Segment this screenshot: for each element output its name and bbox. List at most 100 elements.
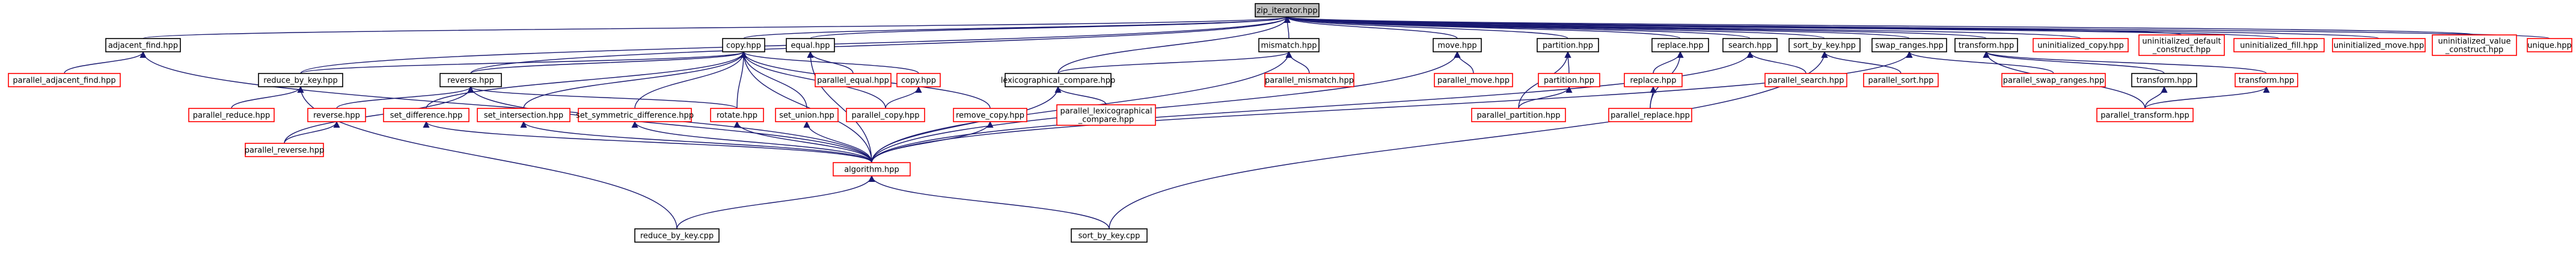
- node-parallel-reverse: parallel_reverse.hpp: [245, 143, 325, 157]
- node-box: [1264, 73, 1354, 87]
- node-box: [1608, 108, 1692, 122]
- node-transform-hpp2[interactable]: transform.hpp: [2131, 73, 2197, 87]
- node-transform-hpp3: transform.hpp: [2235, 73, 2298, 87]
- node-label: reverse.hpp: [447, 76, 494, 86]
- node-parallel-equal: parallel_equal.hpp: [815, 73, 892, 87]
- node-box: [1651, 38, 1709, 52]
- edge-copy-to-reverse: [470, 51, 747, 74]
- node-box: [2138, 34, 2225, 56]
- node-sort-by-key[interactable]: sort_by_key.hpp: [1788, 38, 1861, 52]
- node-box: [2527, 38, 2572, 52]
- node-adjacent-find[interactable]: adjacent_find.hpp: [105, 38, 181, 52]
- node-label: search.hpp: [1728, 42, 1772, 51]
- node-label: uninitialized_value: [2438, 37, 2511, 46]
- node-label: partition.hpp: [1544, 76, 1594, 86]
- node-reduce-by-key-cpp[interactable]: reduce_by_key.cpp: [634, 228, 720, 243]
- edge-reverse-to-reverse_hpp2: [336, 86, 474, 109]
- node-label: transform.hpp: [2239, 76, 2295, 86]
- node-parallel-sort: parallel_sort.hpp: [1863, 73, 1939, 87]
- node-box: [439, 73, 502, 87]
- node-parallel-mismatch: parallel_mismatch.hpp: [1264, 73, 1354, 87]
- node-label: _construct.hpp: [2445, 46, 2503, 55]
- node-copy[interactable]: copy.hpp: [722, 38, 765, 52]
- edge-set_sym_diff-to-algorithm: [631, 120, 872, 163]
- node-search[interactable]: search.hpp: [1722, 38, 1778, 52]
- node-box: [307, 108, 366, 122]
- edge-mismatch-to-parallel_mismatch: [1285, 51, 1310, 74]
- node-set-difference: set_difference.hpp: [383, 108, 470, 122]
- node-box: [1005, 73, 1112, 87]
- edge-replace_hpp2-to-parallel_replace: [1650, 86, 1657, 109]
- node-box: [1722, 38, 1778, 52]
- edge-move-to-algorithm: [871, 51, 1461, 163]
- node-label: swap_ranges.hpp: [1875, 42, 1944, 51]
- node-label: reduce_by_key.cpp: [640, 232, 714, 241]
- node-label: adjacent_find.hpp: [108, 42, 178, 51]
- node-box: [2096, 108, 2194, 122]
- edge-rotate-to-algorithm: [733, 120, 872, 163]
- node-reverse[interactable]: reverse.hpp: [439, 73, 502, 87]
- node-label: _compare.hpp: [1078, 116, 1134, 125]
- node-label: parallel_equal.hpp: [817, 76, 889, 86]
- node-uninit-default: uninitialized_default_construct.hpp: [2138, 34, 2225, 56]
- node-label: transform.hpp: [1959, 42, 2015, 51]
- node-uninit-fill: uninitialized_fill.hpp: [2233, 38, 2325, 52]
- node-label: parallel_sort.hpp: [1868, 76, 1934, 86]
- edge-move-to-parallel_move: [1454, 51, 1474, 74]
- node-label: parallel_reduce.hpp: [193, 111, 270, 120]
- node-label: algorithm.hpp: [844, 166, 899, 175]
- node-reverse-hpp2: reverse.hpp: [307, 108, 366, 122]
- edge-partition_hpp2-to-parallel_partition: [1518, 86, 1573, 109]
- node-partition[interactable]: partition.hpp: [1537, 38, 1599, 52]
- edge-reverse-to-rotate: [467, 86, 738, 109]
- node-box: [2235, 73, 2298, 87]
- edge-transform-to-transform_hpp2: [1983, 51, 2165, 74]
- node-box: [1624, 73, 1683, 87]
- node-equal[interactable]: equal.hpp: [786, 38, 835, 52]
- edge-copy-to-reduce_by_key: [300, 51, 747, 74]
- node-transform[interactable]: transform.hpp: [1954, 38, 2018, 52]
- node-parallel-adjacent-find: parallel_adjacent_find.hpp: [8, 73, 121, 87]
- node-box: [1871, 38, 1947, 52]
- node-box: [1056, 104, 1156, 126]
- node-sort-by-key-cpp[interactable]: sort_by_key.cpp: [1071, 228, 1148, 243]
- edge-copy_hpp2-to-parallel_copy: [885, 86, 922, 109]
- edge-set_union-to-algorithm: [803, 120, 872, 163]
- node-label: rotate.hpp: [717, 111, 757, 120]
- node-label: parallel_lexicographical: [1060, 107, 1152, 116]
- edge-reduce_by_key-to-parallel_reduce: [231, 86, 304, 109]
- node-label: parallel_reverse.hpp: [245, 146, 325, 155]
- node-lex-compare[interactable]: lexicographical_compare.hpp: [1001, 73, 1116, 87]
- node-set-sym-diff: set_symmetric_difference.hpp: [576, 108, 694, 122]
- node-label: mismatch.hpp: [1261, 42, 1317, 51]
- node-box: [1538, 73, 1600, 87]
- node-label: zip_iterator.hpp: [1256, 7, 1317, 16]
- node-box: [2233, 38, 2325, 52]
- node-label: parallel_mismatch.hpp: [1265, 76, 1354, 86]
- edge-equal-to-algorithm: [807, 51, 872, 163]
- node-unique: unique.hpp: [2527, 38, 2572, 52]
- edge-copy-to-set_intersection: [523, 51, 747, 109]
- node-box: [188, 108, 275, 122]
- node-label: copy.hpp: [901, 76, 936, 86]
- node-label: set_union.hpp: [779, 111, 834, 120]
- edge-swap_ranges-to-parallel_swap_ranges: [1906, 51, 2054, 74]
- node-box: [1764, 73, 1847, 87]
- edge-zip_iterator-to-uninit_copy: [1284, 16, 2081, 39]
- node-box: [953, 108, 1027, 122]
- node-replace[interactable]: replace.hpp: [1651, 38, 1709, 52]
- node-label: sort_by_key.cpp: [1078, 232, 1140, 241]
- node-reduce-by-key[interactable]: reduce_by_key.hpp: [258, 73, 343, 87]
- edge-mismatch-to-lex_compare: [1057, 51, 1293, 74]
- node-box: [1537, 38, 1599, 52]
- node-set-union: set_union.hpp: [775, 108, 839, 122]
- node-copy-hpp2: copy.hpp: [896, 73, 941, 87]
- node-box: [786, 38, 835, 52]
- node-parallel-swap-ranges: parallel_swap_ranges.hpp: [2001, 73, 2106, 87]
- node-label: parallel_replace.hpp: [1611, 111, 1690, 120]
- edge-set_intersection-to-algorithm: [520, 120, 872, 163]
- node-mismatch[interactable]: mismatch.hpp: [1258, 38, 1320, 52]
- node-swap-ranges[interactable]: swap_ranges.hpp: [1871, 38, 1947, 52]
- edge-adjacent_find-to-algorithm: [139, 51, 872, 163]
- node-move[interactable]: move.hpp: [1433, 38, 1482, 52]
